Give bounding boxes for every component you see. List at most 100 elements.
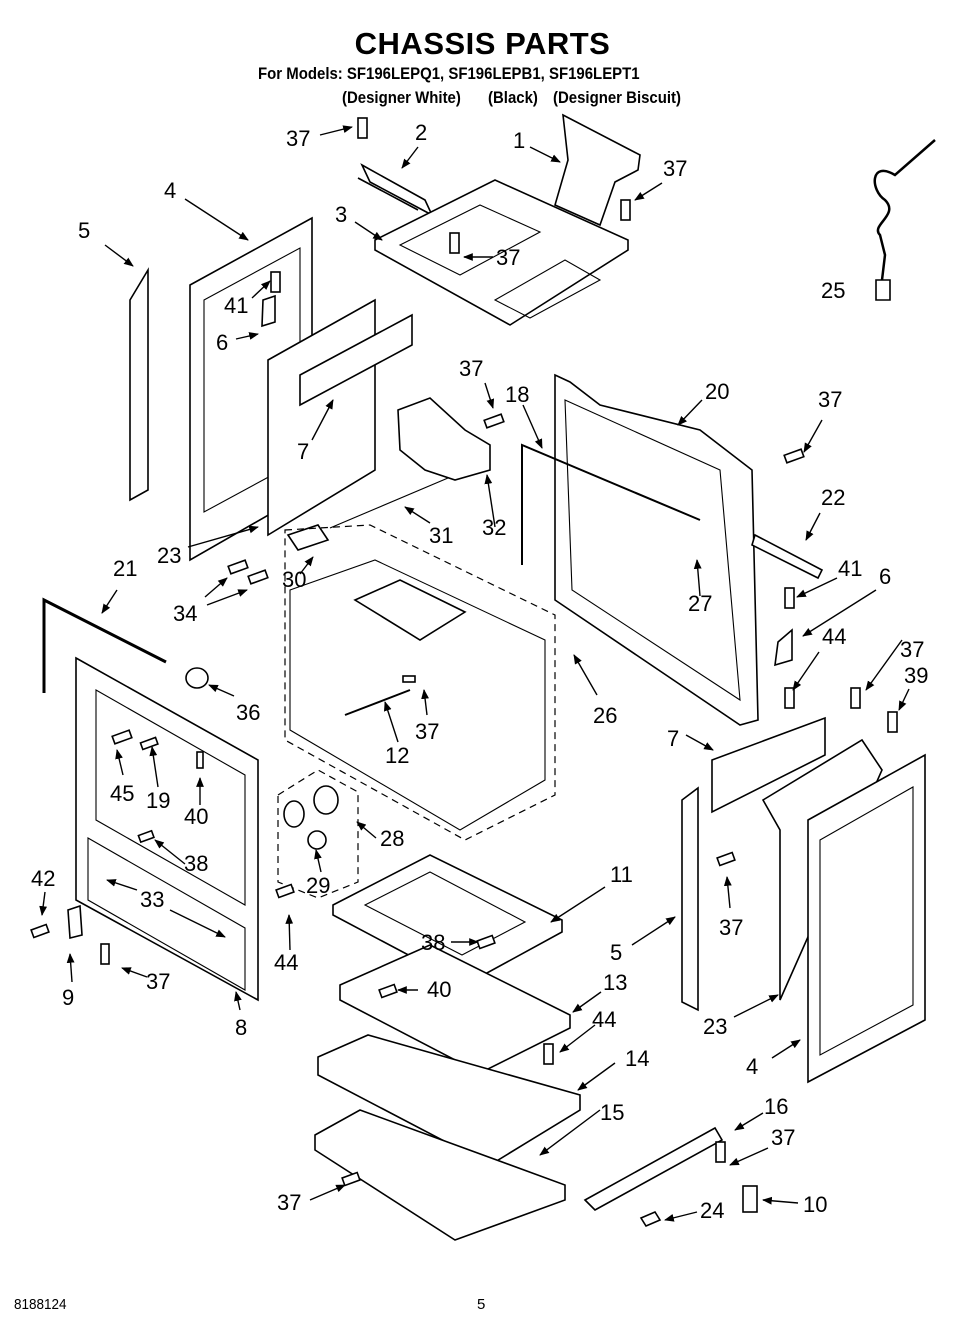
variant-designer-white: (Designer White) xyxy=(342,88,461,107)
callout-37[interactable]: 37 xyxy=(496,245,520,270)
part-9-hinge xyxy=(67,904,83,940)
callout-36[interactable]: 36 xyxy=(236,700,260,725)
part-8-front-frame xyxy=(75,656,259,1002)
part-20-rear-panel xyxy=(554,373,759,726)
callout-27[interactable]: 27 xyxy=(688,591,712,616)
screw-icon xyxy=(275,883,295,899)
callout-5[interactable]: 5 xyxy=(610,940,622,965)
callout-13[interactable]: 13 xyxy=(603,970,627,995)
callout-6[interactable]: 6 xyxy=(216,330,228,355)
screw-icon xyxy=(270,271,281,293)
screw-icon xyxy=(30,923,50,939)
callout-7[interactable]: 7 xyxy=(667,726,679,751)
callout-15[interactable]: 15 xyxy=(600,1100,624,1125)
variant-designer-biscuit: (Designer Biscuit) xyxy=(553,88,682,107)
callout-8[interactable]: 8 xyxy=(235,1015,247,1040)
part-6-right-bracket xyxy=(774,628,793,667)
screw-icon xyxy=(357,117,368,139)
callout-7[interactable]: 7 xyxy=(297,439,309,464)
callout-33[interactable]: 33 xyxy=(140,887,164,912)
callout-38[interactable]: 38 xyxy=(184,851,208,876)
part-31-tube xyxy=(329,477,449,529)
callout-37[interactable]: 37 xyxy=(771,1125,795,1150)
screw-icon xyxy=(247,569,269,585)
callout-44[interactable]: 44 xyxy=(822,624,846,649)
callout-37[interactable]: 37 xyxy=(415,719,439,744)
screw-icon xyxy=(341,1171,361,1187)
screw-icon xyxy=(543,1043,554,1065)
callout-31[interactable]: 31 xyxy=(429,523,453,548)
part-13-drawer xyxy=(339,944,571,1074)
part-10-leg xyxy=(742,1185,758,1213)
callout-38[interactable]: 38 xyxy=(421,930,445,955)
document-number: 8188124 xyxy=(14,1296,67,1313)
callout-23[interactable]: 23 xyxy=(703,1014,727,1039)
callout-37[interactable]: 37 xyxy=(900,637,924,662)
part-22-rail xyxy=(751,533,824,580)
callout-26[interactable]: 26 xyxy=(593,703,617,728)
callout-14[interactable]: 14 xyxy=(625,1046,649,1071)
callout-37[interactable]: 37 xyxy=(663,156,687,181)
callout-23[interactable]: 23 xyxy=(157,543,181,568)
screw-icon xyxy=(111,729,133,745)
part-3-top-panel xyxy=(374,179,629,326)
page-title: CHASSIS PARTS xyxy=(354,26,611,61)
callout-10[interactable]: 10 xyxy=(803,1192,827,1217)
callout-37[interactable]: 37 xyxy=(719,915,743,940)
callout-41[interactable]: 41 xyxy=(224,293,248,318)
callout-32[interactable]: 32 xyxy=(482,515,506,540)
callout-6[interactable]: 6 xyxy=(879,564,891,589)
part-2-bracket xyxy=(357,163,434,217)
callout-30[interactable]: 30 xyxy=(282,567,306,592)
callout-1[interactable]: 1 xyxy=(513,128,525,153)
callout-labels: 37 2 1 37 4 3 5 37 25 41 6 37 18 20 37 7… xyxy=(31,120,928,1223)
screw-icon xyxy=(402,675,416,683)
part-25-power-cord xyxy=(873,139,936,301)
callout-22[interactable]: 22 xyxy=(821,485,845,510)
callout-37[interactable]: 37 xyxy=(818,387,842,412)
callout-45[interactable]: 45 xyxy=(110,781,134,806)
callout-44[interactable]: 44 xyxy=(274,950,298,975)
oven-cavity xyxy=(284,524,556,841)
callout-37[interactable]: 37 xyxy=(286,126,310,151)
callout-4[interactable]: 4 xyxy=(164,178,176,203)
callout-37[interactable]: 37 xyxy=(459,356,483,381)
callout-34[interactable]: 34 xyxy=(173,601,197,626)
screw-icon xyxy=(784,687,795,709)
callout-29[interactable]: 29 xyxy=(306,873,330,898)
callout-5[interactable]: 5 xyxy=(78,218,90,243)
callout-41[interactable]: 41 xyxy=(838,556,862,581)
part-14-drawer-body xyxy=(317,1034,581,1166)
callout-19[interactable]: 19 xyxy=(146,788,170,813)
part-11-burner-tray xyxy=(332,854,563,986)
leader-arrows xyxy=(39,125,910,1222)
callout-40[interactable]: 40 xyxy=(184,804,208,829)
callout-39[interactable]: 39 xyxy=(904,663,928,688)
part-5-left-strip xyxy=(129,267,149,502)
part-4-right-panel xyxy=(807,753,926,1084)
part-32-valve xyxy=(397,397,491,481)
callout-42[interactable]: 42 xyxy=(31,866,55,891)
callout-12[interactable]: 12 xyxy=(385,743,409,768)
callout-2[interactable]: 2 xyxy=(415,120,427,145)
callout-28[interactable]: 28 xyxy=(380,826,404,851)
callout-24[interactable]: 24 xyxy=(700,1198,724,1223)
callout-21[interactable]: 21 xyxy=(113,556,137,581)
callout-16[interactable]: 16 xyxy=(764,1094,788,1119)
callout-3[interactable]: 3 xyxy=(335,202,347,227)
callout-25[interactable]: 25 xyxy=(821,278,845,303)
part-drawings xyxy=(42,113,936,1241)
callout-40[interactable]: 40 xyxy=(427,977,451,1002)
callout-4[interactable]: 4 xyxy=(746,1054,758,1079)
callout-18[interactable]: 18 xyxy=(505,382,529,407)
screw-icon xyxy=(716,851,736,867)
callout-37[interactable]: 37 xyxy=(277,1190,301,1215)
callout-11[interactable]: 11 xyxy=(610,862,633,887)
callout-37[interactable]: 37 xyxy=(146,969,170,994)
callout-9[interactable]: 9 xyxy=(62,985,74,1010)
callout-20[interactable]: 20 xyxy=(705,379,729,404)
part-28-light-kit xyxy=(277,769,359,899)
callout-44[interactable]: 44 xyxy=(592,1007,616,1032)
part-18-seal xyxy=(521,443,701,565)
part-30-bracket xyxy=(286,524,330,551)
